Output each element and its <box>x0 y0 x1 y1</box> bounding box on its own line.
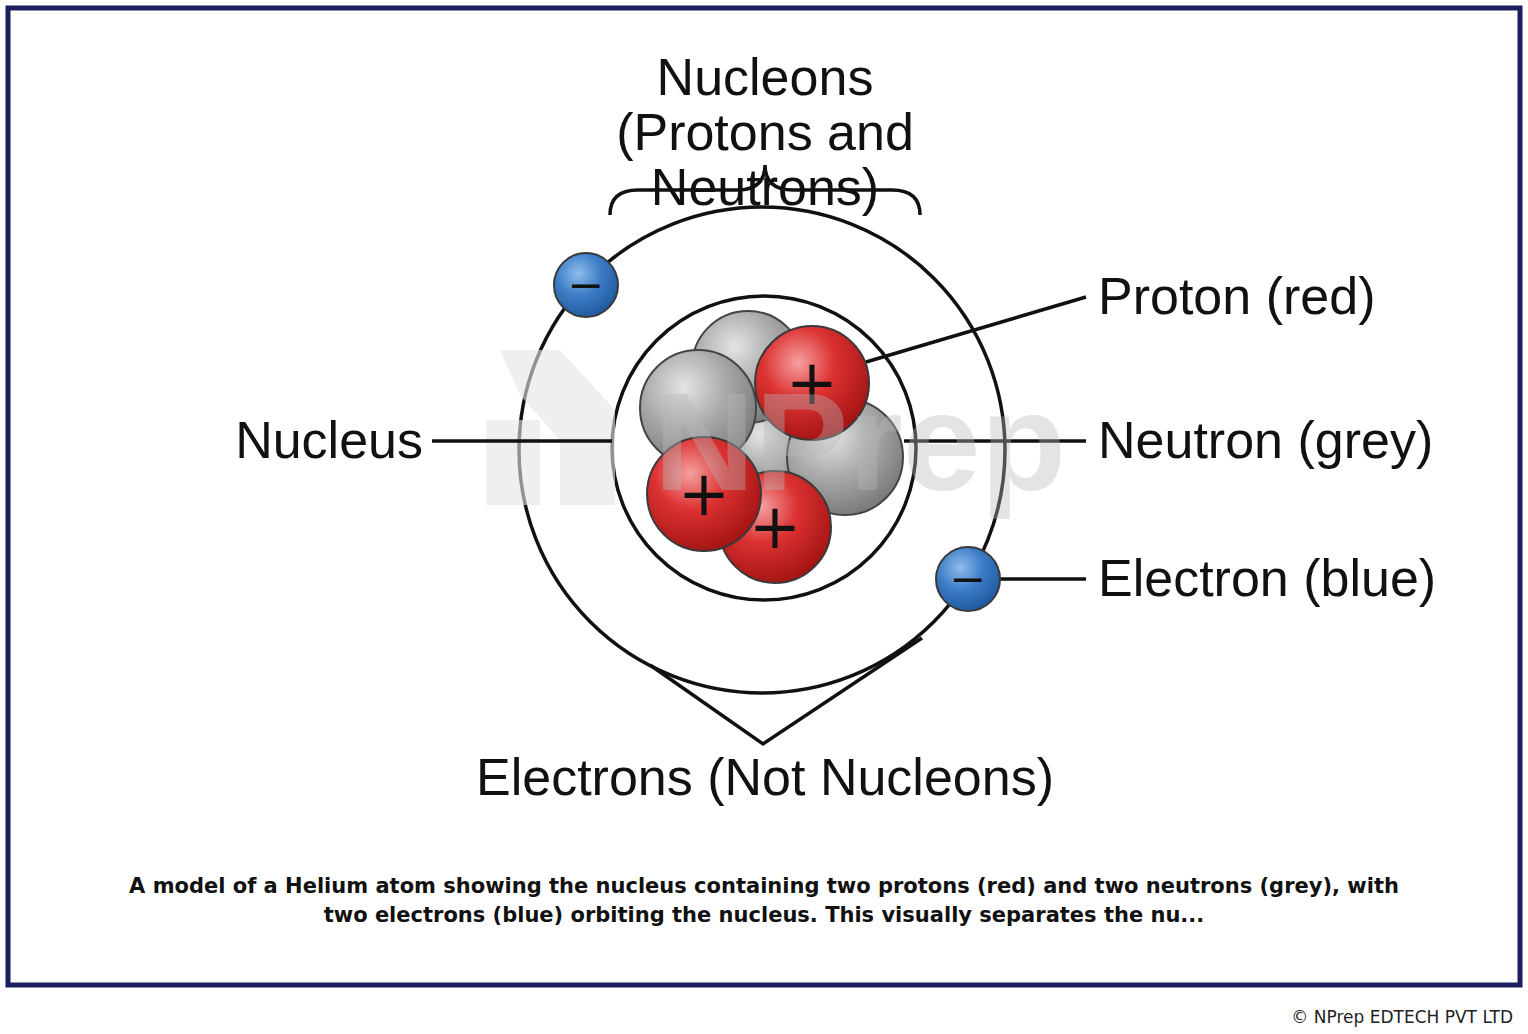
charge-sign: − <box>950 557 987 601</box>
charge-sign: + <box>786 352 838 414</box>
group-heading: Nucleons (Protons and Neutrons) <box>616 48 914 216</box>
electron-sphere: − <box>935 546 1001 612</box>
proton-sphere: + <box>646 436 762 552</box>
charge-sign: − <box>568 263 605 307</box>
sphere-fill <box>554 253 618 317</box>
part-label: Proton (red) <box>1098 267 1375 325</box>
copyright-note-box: © NPrep EDTECH PVT LTD <box>1291 1008 1513 1027</box>
part-label-box: Neutron (grey) <box>1098 412 1433 469</box>
part-label: Electron (blue) <box>1098 549 1436 607</box>
sphere-fill <box>719 471 831 583</box>
leader-line <box>866 297 1086 362</box>
part-label-box: Electron (blue) <box>1098 550 1436 607</box>
part-label: Neutron (grey) <box>1098 411 1433 469</box>
sphere-fill <box>755 326 869 440</box>
nucleus-boundary <box>612 296 916 600</box>
electron-sphere: − <box>553 252 619 318</box>
watermark-logo-shape <box>486 420 540 505</box>
part-label-box: Proton (red) <box>1098 268 1375 325</box>
sphere-fill <box>647 437 761 551</box>
leader-line <box>1000 577 1086 581</box>
line-spacer <box>880 50 1025 105</box>
angle-bracket <box>650 638 922 744</box>
part-label-box: Nucleus <box>235 412 423 469</box>
line-spacer <box>505 50 650 105</box>
part-label: Nucleus <box>235 411 423 469</box>
copyright-note: © NPrep EDTECH PVT LTD <box>1291 1007 1513 1027</box>
frame-border <box>8 8 1520 985</box>
proton-sphere: + <box>754 325 870 441</box>
sphere-fill <box>936 547 1000 611</box>
group-heading: Electrons (Not Nucleons) <box>476 748 1054 806</box>
leader-line <box>904 439 1086 443</box>
figure-caption: A model of a Helium atom showing the nuc… <box>114 872 1414 930</box>
group-heading-box: Nucleons (Protons and Neutrons) <box>505 50 1025 215</box>
group-heading-box: Electrons (Not Nucleons) <box>476 749 1054 806</box>
curly-bracket <box>610 165 920 215</box>
leader-line <box>432 439 612 443</box>
charge-sign: + <box>678 463 730 525</box>
watermark-logo <box>486 350 615 505</box>
